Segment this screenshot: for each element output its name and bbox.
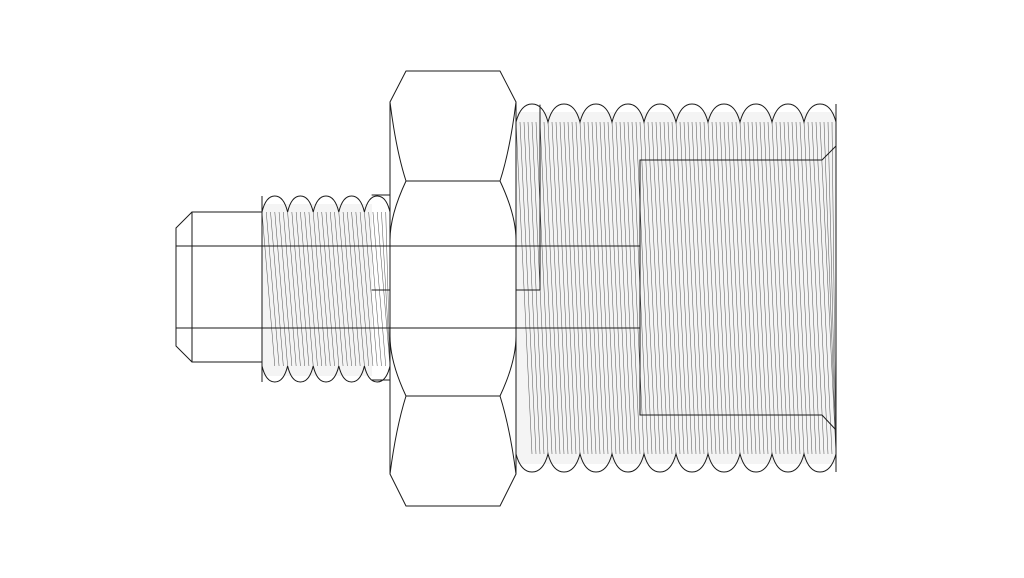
flare-tip <box>175 211 263 363</box>
large-male-thread <box>515 103 837 473</box>
thread-helix-lines <box>261 211 391 367</box>
inner-bore <box>261 104 837 431</box>
hex-nut <box>371 70 517 507</box>
thread-crest-top <box>261 195 391 213</box>
thread-crest-bottom <box>261 365 391 383</box>
small-male-thread <box>261 195 391 383</box>
